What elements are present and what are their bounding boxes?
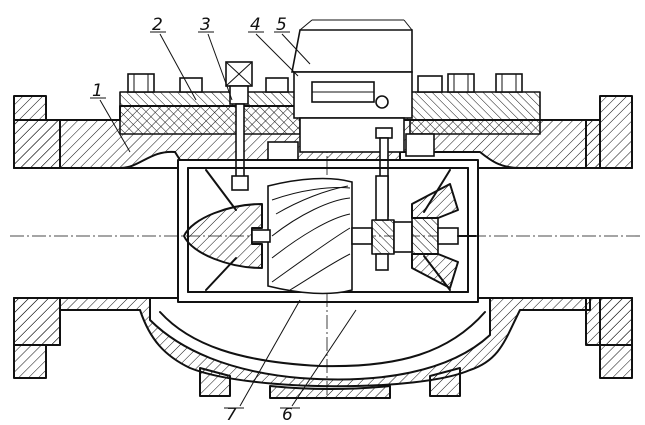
rear-fairing — [412, 184, 458, 218]
right-flange-upper — [586, 96, 632, 168]
label-3: 3 — [200, 15, 211, 35]
label-2: 2 — [152, 15, 163, 35]
label-1: 1 — [92, 81, 103, 101]
rear-fairing-lower — [412, 254, 458, 288]
left-flange-upper — [14, 96, 60, 168]
label-4: 4 — [250, 15, 261, 35]
front-fairing — [184, 204, 262, 268]
housing-foot-mid — [270, 386, 390, 398]
label-6: 6 — [282, 405, 293, 425]
left-bracket — [268, 142, 298, 160]
right-bracket — [406, 134, 434, 156]
right-flange-lower — [586, 298, 632, 378]
turbine-rotor — [268, 179, 352, 294]
housing-lower-wall — [14, 298, 632, 386]
label-5: 5 — [276, 15, 287, 35]
label-7: 7 — [226, 405, 237, 425]
left-flange-lower — [14, 298, 60, 378]
